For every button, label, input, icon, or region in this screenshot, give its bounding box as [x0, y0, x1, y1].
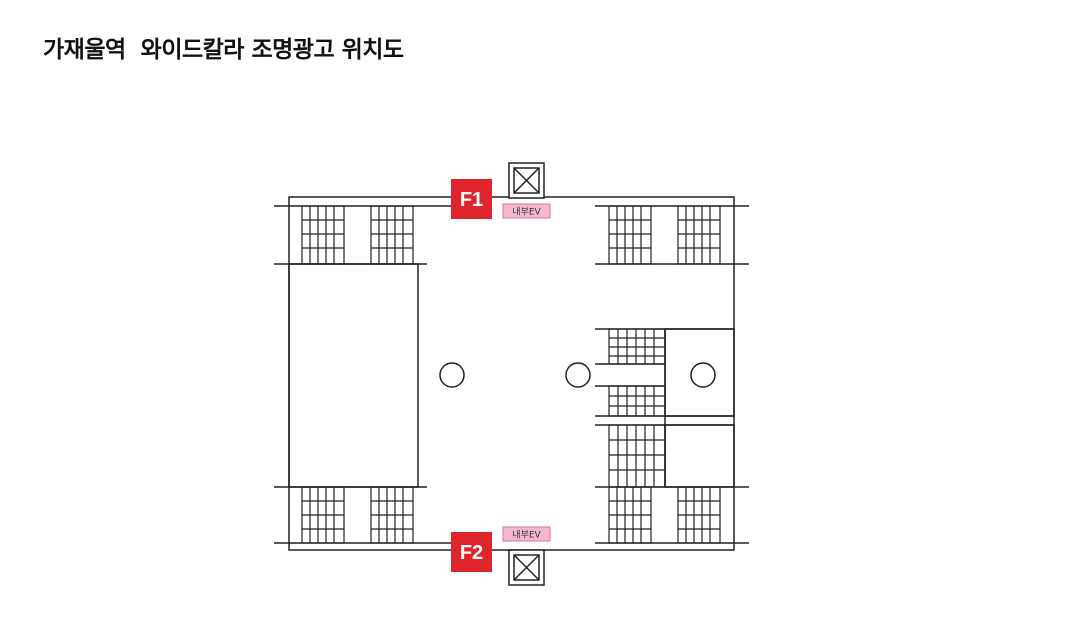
pillar-center: [565, 362, 591, 388]
stair-right-middle-lower: [608, 385, 666, 417]
stair-bottom-left-1: [301, 486, 345, 544]
stair-bottom-right-2: [677, 486, 721, 544]
right-upper-room: [664, 328, 735, 417]
ad-marker-f1-label: F1: [460, 189, 483, 211]
ev-label-top: 내부EV: [502, 203, 551, 219]
elevator-bottom-icon: [508, 549, 545, 586]
pillar-left: [439, 362, 465, 388]
stair-right-middle-upper: [608, 328, 666, 365]
stair-top-left-2: [370, 205, 414, 265]
ad-marker-f2: F2: [451, 532, 492, 572]
pillar-right: [690, 362, 716, 388]
stair-top-right-1: [608, 205, 652, 265]
ev-label-top-text: 내부EV: [512, 207, 541, 218]
stair-bottom-right-1: [608, 486, 652, 544]
building-outline: [288, 196, 735, 551]
ev-label-bottom-text: 내부EV: [512, 530, 541, 541]
elevator-top-icon: [508, 162, 545, 199]
stair-bottom-left-2: [370, 486, 414, 544]
ev-label-bottom: 내부EV: [502, 526, 551, 542]
right-lower-room: [664, 424, 735, 488]
ad-marker-f2-label: F2: [460, 542, 483, 564]
staircases: [301, 205, 721, 544]
ad-marker-f1: F1: [451, 179, 492, 219]
page-title: 가재울역 와이드칼라 조명광고 위치도: [43, 37, 404, 63]
stair-top-right-2: [677, 205, 721, 265]
stair-top-left-1: [301, 205, 345, 265]
stair-right-lower: [608, 424, 666, 488]
left-concourse-block: [288, 263, 419, 488]
